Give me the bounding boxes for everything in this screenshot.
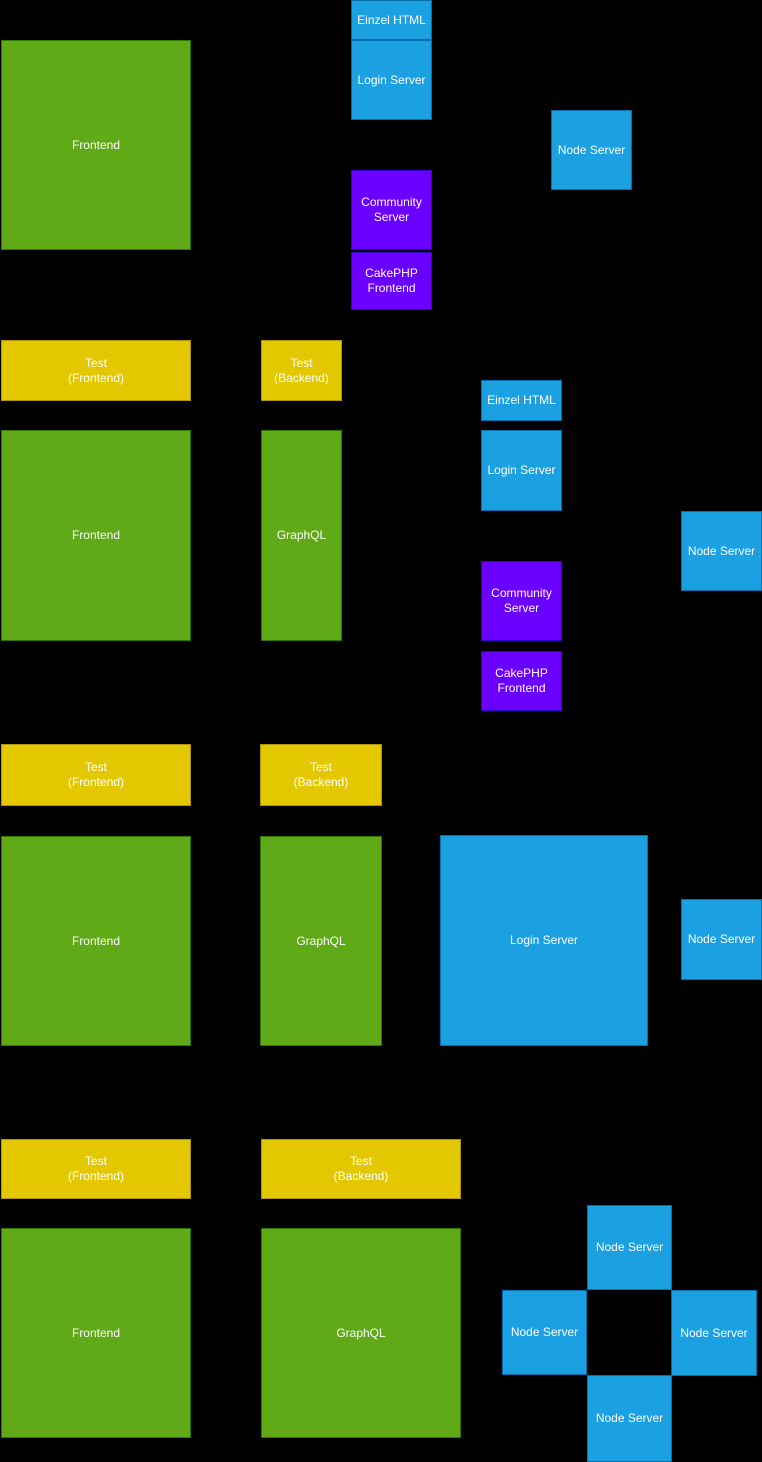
node-node-server-bottom: Node Server	[587, 1375, 672, 1462]
node-node-server: Node Server	[551, 110, 632, 190]
node-frontend: Frontend	[1, 430, 191, 641]
node-frontend: Frontend	[1, 836, 191, 1046]
node-graphql: GraphQL	[261, 430, 342, 641]
node-test-backend: Test (Backend)	[261, 1139, 461, 1199]
node-cakephp-frontend: CakePHP Frontend	[351, 252, 432, 310]
node-test-frontend: Test (Frontend)	[1, 744, 191, 806]
node-community-server: Community Server	[481, 561, 562, 641]
node-node-server: Node Server	[681, 511, 762, 591]
node-node-server: Node Server	[681, 899, 762, 980]
node-einzel-html: Einzel HTML	[351, 0, 432, 40]
node-graphql: GraphQL	[260, 836, 382, 1046]
node-node-server-top: Node Server	[587, 1205, 672, 1290]
node-test-frontend: Test (Frontend)	[1, 1139, 191, 1199]
node-node-server-left: Node Server	[502, 1290, 587, 1375]
node-test-frontend: Test (Frontend)	[1, 340, 191, 401]
node-einzel-html: Einzel HTML	[481, 380, 562, 421]
node-login-server: Login Server	[440, 835, 648, 1046]
node-login-server: Login Server	[351, 40, 432, 120]
node-community-server: Community Server	[351, 170, 432, 250]
node-frontend: Frontend	[1, 40, 191, 250]
node-node-server-right: Node Server	[671, 1290, 757, 1376]
node-cakephp-frontend: CakePHP Frontend	[481, 651, 562, 711]
node-test-backend: Test (Backend)	[260, 744, 382, 806]
node-login-server: Login Server	[481, 430, 562, 511]
node-frontend: Frontend	[1, 1228, 191, 1438]
node-test-backend: Test (Backend)	[261, 340, 342, 401]
node-graphql: GraphQL	[261, 1228, 461, 1438]
